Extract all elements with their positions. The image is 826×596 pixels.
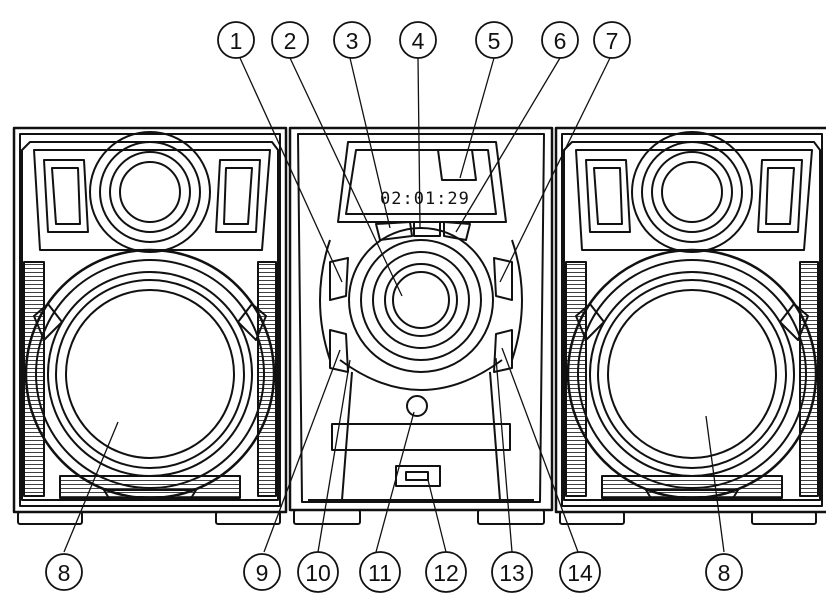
leader-line-9 [263,349,341,553]
callout-label-8-right: 8 [718,560,731,586]
usb-port [395,465,441,487]
leader-line-5 [459,57,495,179]
callout-circle-6 [541,21,579,59]
left-speaker [12,126,288,514]
main-unit [288,126,554,512]
display-window [337,141,507,223]
leader-line-2 [289,57,403,297]
callout-label-9: 9 [256,560,269,586]
right-speaker-woofer-frame [566,248,818,500]
leader-line-4 [417,57,421,229]
right-speaker-woofer-cone [607,289,777,459]
callout-circle-1 [217,21,255,59]
right-speaker-bezel [563,141,821,501]
callout-label-3: 3 [346,28,359,54]
top-button-left [375,221,413,241]
leader-line-7 [499,57,611,283]
side-button-right-upper [493,257,513,301]
callout-circle-11 [359,551,401,593]
callout-circle-8-right [705,553,743,591]
callout-label-13: 13 [499,560,525,586]
leader-line-6 [455,57,561,233]
right-speaker-tweeter-dome [661,161,723,223]
left-speaker-woofer-frame [24,248,276,500]
callout-label-5: 5 [488,28,501,54]
leader-lines [63,57,725,553]
callout-circle-3 [333,21,371,59]
leader-line-14 [501,347,579,553]
headphone-jack [406,395,428,417]
left-speaker-foot-right [215,511,281,525]
left-speaker-tweeter-outer [89,131,211,253]
callout-label-12: 12 [433,560,459,586]
top-button-center [413,221,441,237]
callout-circle-8-left [45,553,83,591]
callout-circle-9 [243,553,281,591]
disc-tray [331,423,511,451]
right-speaker-foot-right [751,511,817,525]
callout-label-2: 2 [284,28,297,54]
leader-line-13 [495,357,513,553]
callout-label-10: 10 [305,560,331,586]
callout-circles [45,21,743,593]
callout-label-11: 11 [368,560,392,586]
callout-circle-7 [593,21,631,59]
callout-circle-13 [491,551,533,593]
callout-circle-4 [399,21,437,59]
callout-circle-12 [425,551,467,593]
callout-circle-2 [271,21,309,59]
leader-line-11 [375,411,415,553]
callout-circle-5 [475,21,513,59]
leader-line-3 [349,57,391,229]
callout-label-4: 4 [412,28,425,54]
main-unit-cabinet [288,126,554,512]
leader-line-8-left [63,421,119,553]
leader-line-8-right [705,415,725,553]
left-speaker-tweeter-dome [119,161,181,223]
left-speaker-cabinet [12,126,288,514]
callout-circle-14 [559,551,601,593]
left-speaker-bezel [21,141,279,501]
leader-line-12 [427,479,447,553]
callout-circle-10 [297,551,339,593]
side-button-left-upper [329,257,349,301]
leader-line-1 [239,57,343,283]
right-speaker-cabinet [554,126,826,514]
left-speaker-foot-left [17,511,83,525]
leader-line-10 [317,359,351,553]
main-unit-foot-left [293,509,361,525]
callout-label-14: 14 [567,560,593,586]
right-speaker [554,126,826,514]
callout-label-1: 1 [230,28,243,54]
right-speaker-tweeter-outer [631,131,753,253]
main-unit-foot-right [477,509,545,525]
right-speaker-foot-left [559,511,625,525]
callout-label-8-left: 8 [58,560,71,586]
callout-label-7: 7 [606,28,619,54]
left-speaker-woofer-cone [65,289,235,459]
side-button-right-lower [493,329,513,373]
display-time-readout: 02:01:29 [380,189,470,209]
volume-knob [384,263,458,337]
callout-label-6: 6 [554,28,567,54]
volume-knob-ring-outer [348,227,494,373]
